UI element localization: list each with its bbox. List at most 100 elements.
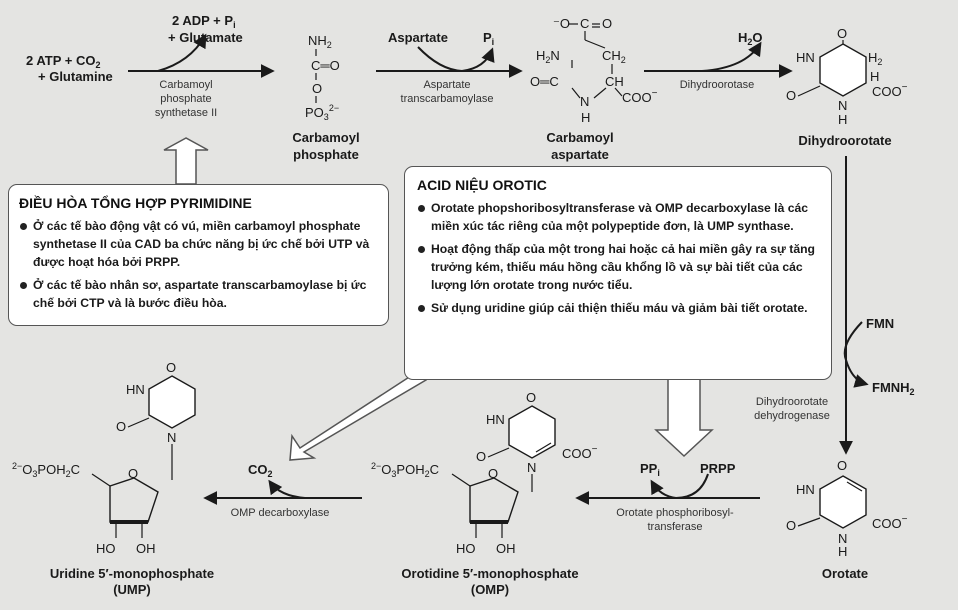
orotate-structure: O HN O N H COO−	[786, 458, 908, 559]
svg-text:transferase: transferase	[647, 521, 702, 533]
svg-text:N: N	[167, 430, 176, 445]
aspartate-label: Aspartate	[388, 30, 448, 45]
svg-text:2 ADP + Pi: 2 ADP + Pi	[172, 13, 236, 30]
svg-text:HO: HO	[456, 541, 476, 556]
svg-text:aspartate: aspartate	[551, 147, 609, 162]
orotic-list: Orotate phopshoribosyltransferase và OMP…	[417, 199, 821, 317]
svg-text:N: N	[838, 98, 847, 113]
prpp-cofactor-arrow	[650, 473, 709, 500]
carbamoyl-aspartate-label: Carbamoyl aspartate	[546, 130, 613, 162]
atcase-enzyme-label: Aspartate transcarbamoylase	[401, 79, 494, 105]
svg-text:C═O: C═O	[311, 58, 340, 73]
svg-text:Dihydroorotate: Dihydroorotate	[756, 396, 828, 408]
svg-text:transcarbamoylase: transcarbamoylase	[401, 93, 494, 105]
svg-text:NH2: NH2	[308, 33, 332, 50]
reactants-label: 2 ATP + CO2 + Glutamine	[26, 53, 113, 84]
svg-text:+ Glutamate: + Glutamate	[168, 30, 243, 45]
svg-text:H: H	[838, 544, 847, 559]
svg-text:O: O	[786, 518, 796, 533]
oprt-enzyme-label: Orotate phosphoribosyl- transferase	[616, 507, 734, 533]
svg-text:O: O	[837, 458, 847, 473]
dihydroorotate-label: Dihydroorotate	[798, 133, 891, 148]
svg-text:Orotate phosphoribosyl-: Orotate phosphoribosyl-	[616, 507, 734, 519]
regulation-title: ĐIỀU HÒA TỔNG HỢP PYRIMIDINE	[19, 195, 252, 211]
products-label: 2 ADP + Pi + Glutamate	[168, 13, 243, 45]
svg-text:CH: CH	[605, 74, 624, 89]
dihydroorotase-enzyme-label: Dihydroorotase	[680, 79, 755, 91]
co2-label: CO2	[248, 462, 273, 479]
carbamoyl-phosphate-label: Carbamoyl phosphate	[292, 130, 359, 162]
svg-text:O: O	[837, 26, 847, 41]
cps2-enzyme-label: Carbamoyl phosphate synthetase II	[155, 79, 217, 119]
svg-text:PO32−: PO32−	[305, 103, 339, 122]
water-label: H2O	[738, 30, 763, 47]
svg-text:C: C	[580, 16, 589, 31]
svg-text:O═C: O═C	[530, 74, 559, 89]
svg-text:Aspartate: Aspartate	[423, 79, 470, 91]
svg-text:synthetase II: synthetase II	[155, 107, 217, 119]
svg-text:Carbamoyl: Carbamoyl	[292, 130, 359, 145]
svg-text:Orotidine 5′-monophosphate: Orotidine 5′-monophosphate	[401, 566, 578, 581]
svg-text:CH2: CH2	[602, 48, 626, 65]
svg-text:HO: HO	[96, 541, 116, 556]
dihydroorotate-structure: O HN H2 H O N H COO−	[786, 26, 908, 127]
list-item: Hoạt động thấp của một trong hai hoặc cả…	[417, 240, 821, 294]
carbamoyl-phosphate-structure: NH2 C═O O PO32−	[305, 33, 340, 122]
svg-text:2 ATP + CO2: 2 ATP + CO2	[26, 53, 101, 70]
svg-text:phosphate: phosphate	[293, 147, 359, 162]
svg-text:O: O	[312, 81, 322, 96]
orotic-aciduria-callout-box: ACID NIỆU OROTIC Orotate phopshoribosylt…	[404, 166, 832, 380]
svg-text:Carbamoyl: Carbamoyl	[546, 130, 613, 145]
co2-out-arrow	[268, 479, 306, 499]
omp-label: Orotidine 5′-monophosphate (OMP)	[401, 566, 578, 597]
svg-text:O: O	[526, 390, 536, 405]
prpp-label: PRPP	[700, 461, 736, 476]
pi-label: Pi	[483, 30, 494, 47]
svg-text:N: N	[838, 531, 847, 546]
svg-text:O: O	[166, 360, 176, 375]
ppi-label: PPi	[640, 461, 660, 478]
fmn-label: FMN	[866, 316, 894, 331]
list-item: Orotate phopshoribosyltransferase và OMP…	[417, 199, 821, 235]
svg-text:dehydrogenase: dehydrogenase	[754, 410, 830, 422]
svg-text:O: O	[602, 16, 612, 31]
aspartate-in-arrow	[417, 46, 463, 72]
ump-structure: O HN O N O 2−O3POH2C HO OH	[12, 360, 196, 556]
svg-text:N: N	[580, 94, 589, 109]
svg-text:HN: HN	[486, 412, 505, 427]
svg-text:Carbamoyl: Carbamoyl	[159, 79, 212, 91]
orotic-callout-arrow-down	[654, 377, 714, 458]
svg-text:COO−: COO−	[872, 82, 908, 99]
list-item: Ở các tế bào động vật có vú, miền carbam…	[19, 217, 378, 271]
svg-text:O: O	[476, 449, 486, 464]
svg-text:Uridine 5′-monophosphate: Uridine 5′-monophosphate	[50, 566, 214, 581]
svg-text:H2N: H2N	[536, 48, 560, 65]
dhodh-enzyme-label: Dihydroorotate dehydrogenase	[754, 396, 830, 422]
svg-text:COO−: COO−	[562, 444, 598, 461]
svg-text:⁻O: ⁻O	[553, 16, 570, 31]
svg-text:(UMP): (UMP)	[113, 582, 151, 597]
svg-text:H2: H2	[868, 50, 882, 67]
svg-text:O: O	[488, 466, 498, 481]
ompdc-enzyme-label: OMP decarboxylase	[231, 507, 330, 519]
fmnh2-label: FMNH2	[872, 380, 915, 397]
svg-text:(OMP): (OMP)	[471, 582, 509, 597]
svg-text:O: O	[116, 419, 126, 434]
omp-structure: O HN O N COO− O 2−O3POH2C HO OH	[371, 390, 598, 556]
carbamoyl-aspartate-structure: ⁻O C O H2N CH2 O═C CH N H COO−	[530, 16, 658, 125]
pi-out-arrow	[461, 47, 495, 72]
svg-text:OH: OH	[136, 541, 156, 556]
list-item: Ở các tế bào nhân sơ, aspartate transcar…	[19, 276, 378, 312]
orotic-title: ACID NIỆU OROTIC	[417, 177, 547, 193]
svg-text:H: H	[870, 69, 879, 84]
cps2-side-arrow	[157, 33, 207, 72]
ump-label: Uridine 5′-monophosphate (UMP)	[50, 566, 214, 597]
svg-text:2−O3POH2C: 2−O3POH2C	[371, 461, 439, 479]
svg-text:HN: HN	[126, 382, 145, 397]
orotate-label: Orotate	[822, 566, 868, 581]
svg-text:OH: OH	[496, 541, 516, 556]
regulation-list: Ở các tế bào động vật có vú, miền carbam…	[19, 217, 378, 312]
svg-text:HN: HN	[796, 50, 815, 65]
svg-text:N: N	[527, 460, 536, 475]
